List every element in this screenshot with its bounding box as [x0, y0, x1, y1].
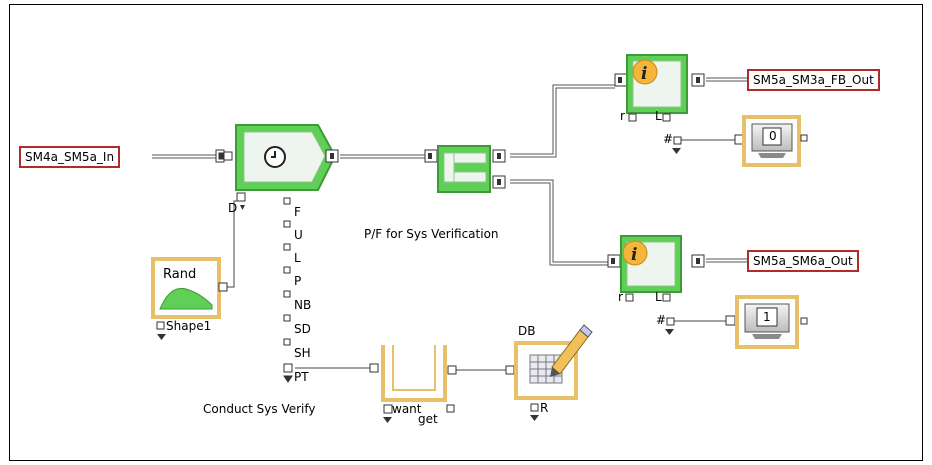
- conduct-port-column: [283, 197, 293, 383]
- display-bottom-value: 1: [763, 310, 771, 324]
- queue-port-get: get: [418, 412, 438, 426]
- monitor-icon: [762, 127, 782, 146]
- db-port-r: R: [540, 401, 549, 415]
- conduct-port-f-label: F: [294, 205, 301, 219]
- input-sm4a-sm5a[interactable]: SM4a_SM5a_In: [19, 146, 121, 168]
- single-wires: [227, 139, 740, 371]
- conduct-port-l-label: L: [294, 251, 301, 265]
- conduct-port-pt-label: PT: [294, 370, 309, 384]
- display-top-value: 0: [769, 129, 777, 143]
- info-top-port-l: L: [655, 109, 662, 123]
- display-bottom-hash: #: [656, 313, 667, 327]
- conduct-port-nb-label: NB: [294, 298, 312, 312]
- db-block-title: DB: [518, 324, 536, 338]
- display-block-top[interactable]: [672, 115, 808, 167]
- display-block-bottom[interactable]: [665, 295, 808, 349]
- pf-block-name: P/F for Sys Verification: [364, 227, 499, 241]
- conduct-port-sh-label: SH: [294, 346, 311, 360]
- display-top-hash: #: [663, 132, 674, 146]
- info-bottom-port-r: r: [618, 290, 623, 304]
- info-icon: i: [631, 245, 637, 265]
- info-top-port-r: r: [620, 109, 625, 123]
- input-connector-ports: [215, 149, 233, 163]
- monitor-icon: [756, 307, 778, 327]
- queue-port-want: want: [392, 402, 422, 416]
- rand-shape-block[interactable]: [151, 257, 228, 340]
- conduct-port-d-label: D: [228, 201, 238, 215]
- conduct-port-p-label: P: [294, 274, 302, 288]
- info-bottom-port-l: L: [655, 290, 662, 304]
- rand-curve-icon: [159, 287, 213, 310]
- pencil-icon: [550, 324, 593, 377]
- conduct-port-u-label: U: [294, 228, 303, 242]
- info-block-top[interactable]: i: [614, 54, 705, 122]
- connection-wires: [152, 77, 747, 266]
- rand-block-name: Shape1: [166, 319, 212, 333]
- output-sm5a-sm6a[interactable]: SM5a_SM6a_Out: [747, 250, 859, 272]
- conduct-port-sd-label: SD: [294, 322, 311, 336]
- queue-get-block[interactable]: [369, 345, 457, 423]
- rand-block-title: Rand: [163, 267, 197, 282]
- info-icon: i: [641, 64, 647, 84]
- pass-fail-block[interactable]: [424, 145, 506, 193]
- conduct-sys-verify-block[interactable]: [235, 124, 339, 210]
- info-block-bottom[interactable]: i: [607, 235, 705, 302]
- conduct-block-name: Conduct Sys Verify: [203, 402, 316, 416]
- database-block[interactable]: [505, 324, 593, 421]
- output-sm5a-sm3a-fb[interactable]: SM5a_SM3a_FB_Out: [747, 69, 880, 91]
